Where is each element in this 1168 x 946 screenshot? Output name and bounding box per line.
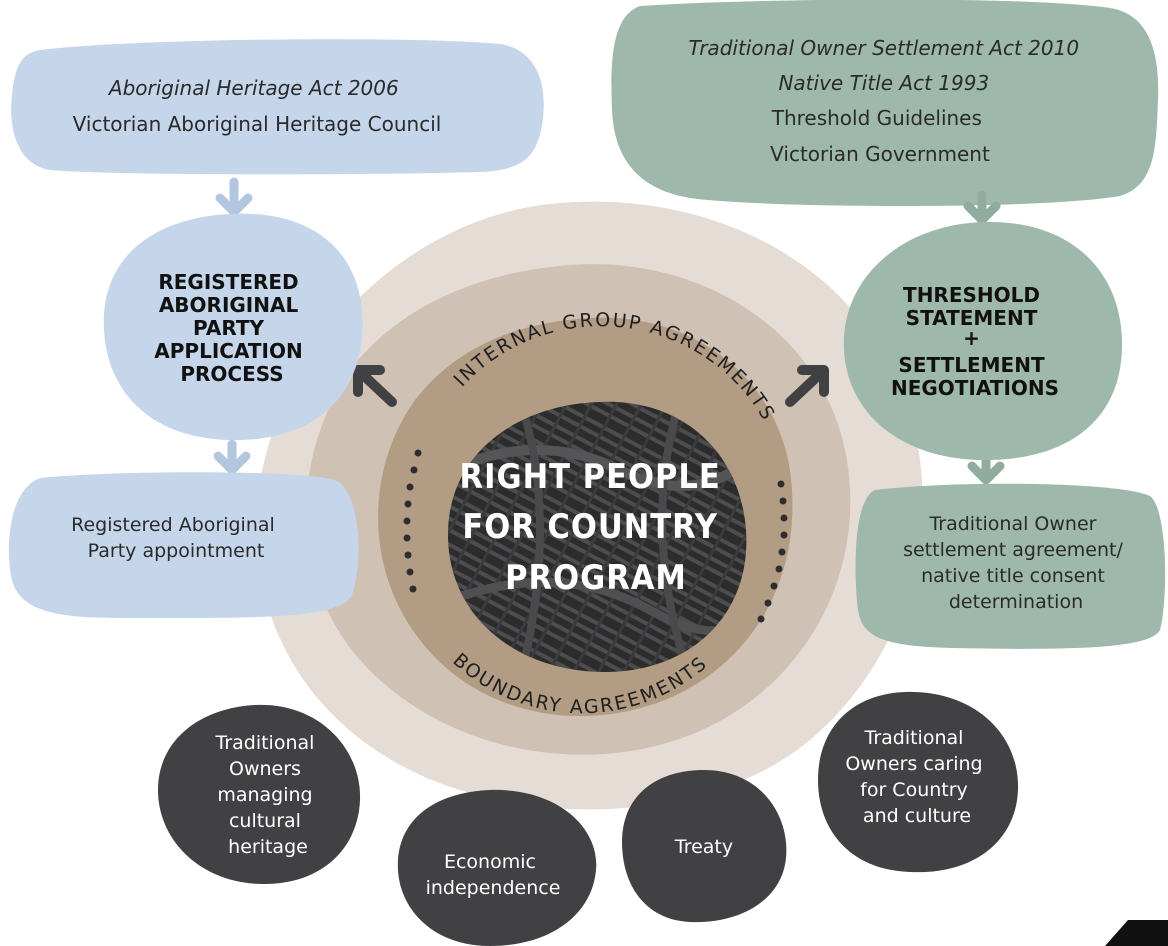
rap-process-text: REGISTERED ABORIGINAL PARTY APPLICATION … [154,270,309,386]
outcome-treaty-text: Treaty [674,836,733,858]
arrow-green-top [963,190,1001,225]
arrow-blue-bottom [213,439,251,475]
outcome-treaty-stone: Treaty [622,769,787,923]
arrow-to-threshold [785,365,829,407]
arrow-blue-top [215,177,253,217]
rap-appointment-box: Registered Aboriginal Party appointment [8,472,359,619]
outcome-economic-stone: Economic independence [397,789,597,946]
outcome-heritage-text: Traditional Owners managing cultural her… [215,732,321,858]
heritage-act-text: Aboriginal Heritage Act 2006 Victorian A… [73,76,442,136]
settlement-act-box: Traditional Owner Settlement Act 2010 Na… [611,0,1159,206]
rap-process-blob: REGISTERED ABORIGINAL PARTY APPLICATION … [103,213,363,441]
dotted-ring [403,449,788,623]
central-rings: INTERNAL GROUP AGREEMENTS BOUNDARY AGREE… [256,201,923,810]
threshold-text: THRESHOLD STATEMENT + SETTLEMENT NEGOTIA… [891,283,1059,400]
outcome-heritage-stone: Traditional Owners managing cultural her… [158,704,361,885]
center-title: RIGHT PEOPLE FOR COUNTRY PROGRAM [460,457,733,598]
settlement-act-text: Traditional Owner Settlement Act 2010 Na… [689,36,1086,166]
outcome-caring-text: Traditional Owners caring for Country an… [845,727,988,827]
outcome-caring-stone: Traditional Owners caring for Country an… [818,691,1019,873]
heritage-act-box: Aboriginal Heritage Act 2006 Victorian A… [11,39,544,175]
rap-appointment-text: Registered Aboriginal Party appointment [71,514,281,562]
woven-center [447,401,747,672]
settlement-agreement-box: Traditional Owner settlement agreement/ … [855,483,1166,649]
outcome-economic-text: Economic independence [426,851,561,899]
arrow-to-rap-process [353,365,397,407]
corner-shape [1105,920,1168,946]
threshold-blob: THRESHOLD STATEMENT + SETTLEMENT NEGOTIA… [843,221,1123,461]
settlement-agreement-text: Traditional Owner settlement agreement/ … [903,513,1129,613]
